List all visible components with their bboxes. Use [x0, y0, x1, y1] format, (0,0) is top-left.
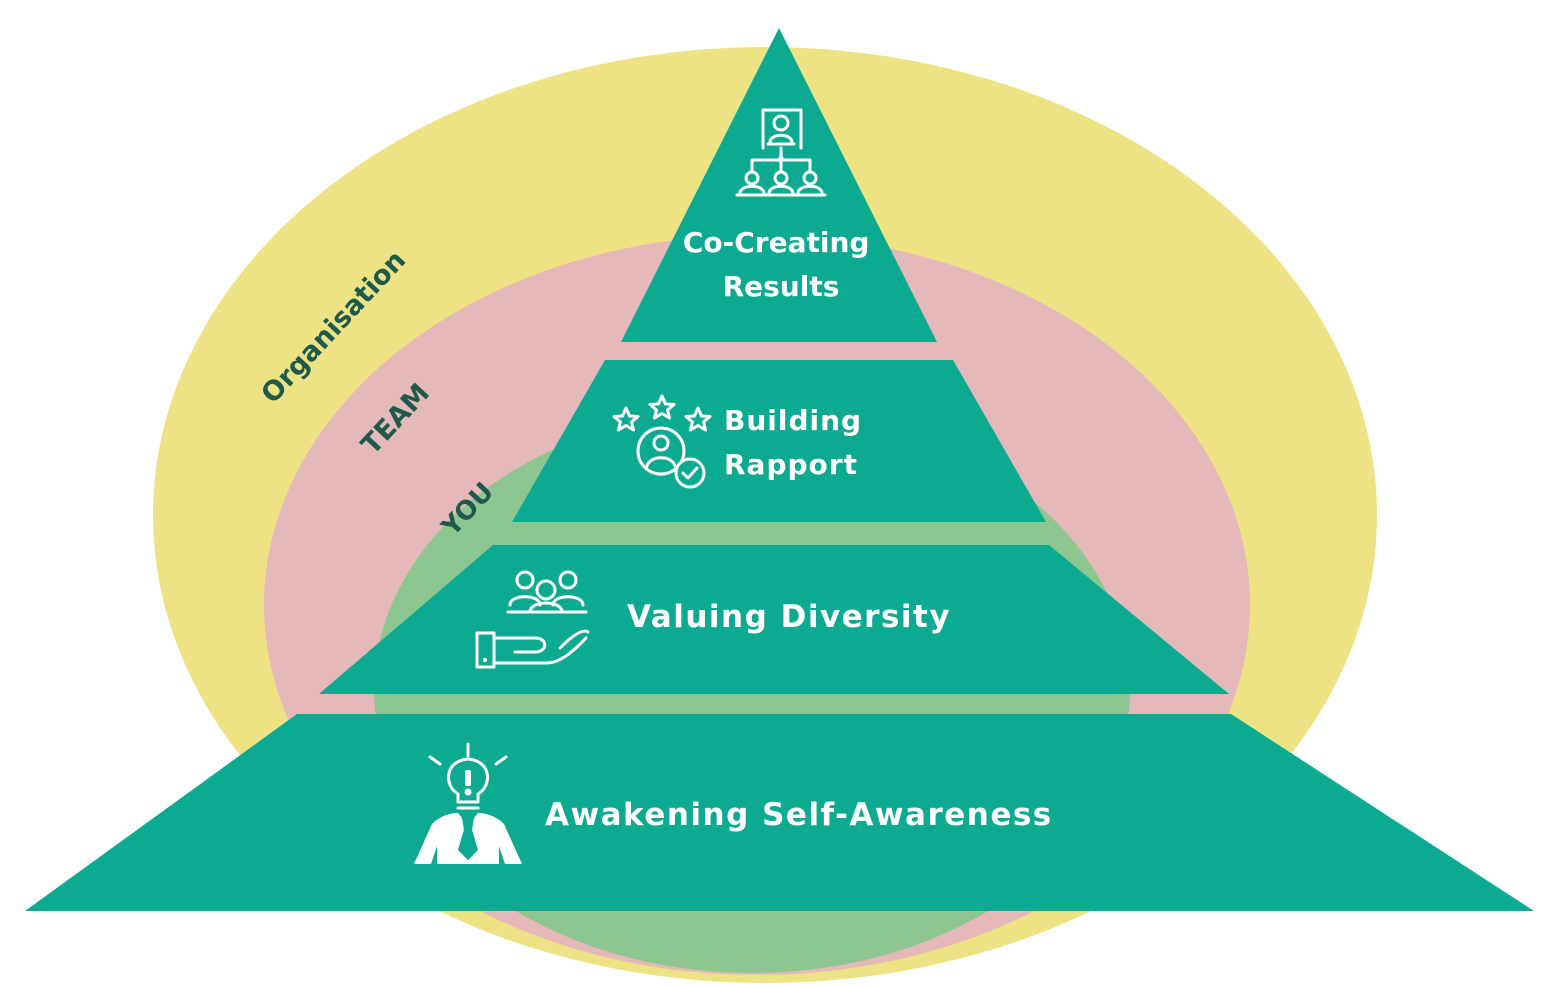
co-creating-results-label-line2: Results: [723, 270, 840, 303]
rated-person-icon: [612, 394, 712, 489]
org-chart-icon: [735, 108, 827, 197]
lightbulb-head-icon: [414, 742, 522, 864]
building-rapport-label-line2: Rapport: [724, 448, 858, 481]
awakening-self-awareness-label-line1: Awakening Self-Awareness: [545, 797, 1053, 833]
co-creating-results-label: Co-Creating Results: [683, 226, 879, 303]
valuing-diversity-label: Valuing Diversity: [627, 599, 951, 635]
pyramid-tier-second: [512, 360, 1046, 522]
valuing-diversity-label-line1: Valuing Diversity: [627, 599, 951, 635]
building-rapport-label-line1: Building: [724, 404, 862, 437]
hand-holding-people-icon: [475, 570, 590, 669]
building-rapport-label: Building Rapport: [724, 404, 873, 481]
co-creating-results-label-line1: Co-Creating: [683, 226, 870, 259]
pyramid-tier-base: [25, 714, 1534, 911]
awakening-self-awareness-label: Awakening Self-Awareness: [545, 797, 1053, 833]
